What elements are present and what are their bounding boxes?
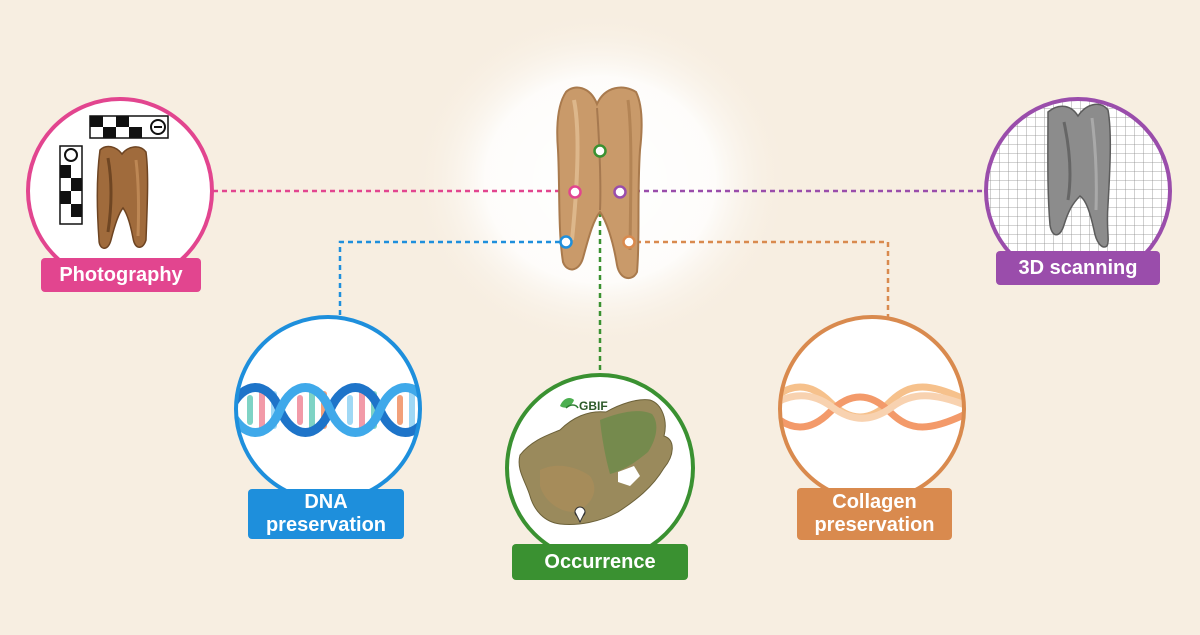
south-africa-map-icon: [518, 399, 673, 525]
label-dna-line2: preservation: [265, 514, 387, 536]
label-scanning: 3D scanning: [996, 251, 1160, 285]
node-collagen: [778, 315, 966, 503]
label-scanning-text: 3D scanning: [1018, 256, 1138, 279]
anchor-photography: [568, 185, 582, 199]
gbif-logo: GBIF: [560, 398, 608, 413]
label-collagen: Collagen preservation: [797, 488, 952, 540]
anchor-dna: [559, 235, 573, 249]
connector-collagen: [636, 240, 890, 317]
anchor-occurrence: [593, 144, 607, 158]
anchor-collagen: [622, 235, 636, 249]
label-dna: DNA preservation: [248, 489, 404, 539]
node-photography: [26, 97, 214, 285]
connector-dna: [338, 240, 560, 317]
fossil-tooth-icon: [556, 86, 643, 279]
label-dna-line1: DNA: [304, 491, 348, 513]
label-collagen-line2: preservation: [814, 514, 935, 536]
gbif-logo-text: GBIF: [579, 399, 608, 413]
collagen-helix-icon: [780, 383, 964, 431]
camera-scale-photo-icon: [59, 115, 169, 249]
label-photography: Photography: [41, 258, 201, 292]
node-occurrence: GBIF: [505, 373, 695, 563]
label-occurrence: Occurrence: [512, 544, 688, 580]
label-occurrence-text: Occurrence: [544, 550, 656, 573]
node-dna: [234, 315, 422, 503]
anchor-scanning: [613, 185, 627, 199]
label-photography-text: Photography: [59, 263, 183, 286]
dna-helix-icon: [236, 383, 420, 437]
label-collagen-line1: Collagen: [832, 491, 917, 513]
